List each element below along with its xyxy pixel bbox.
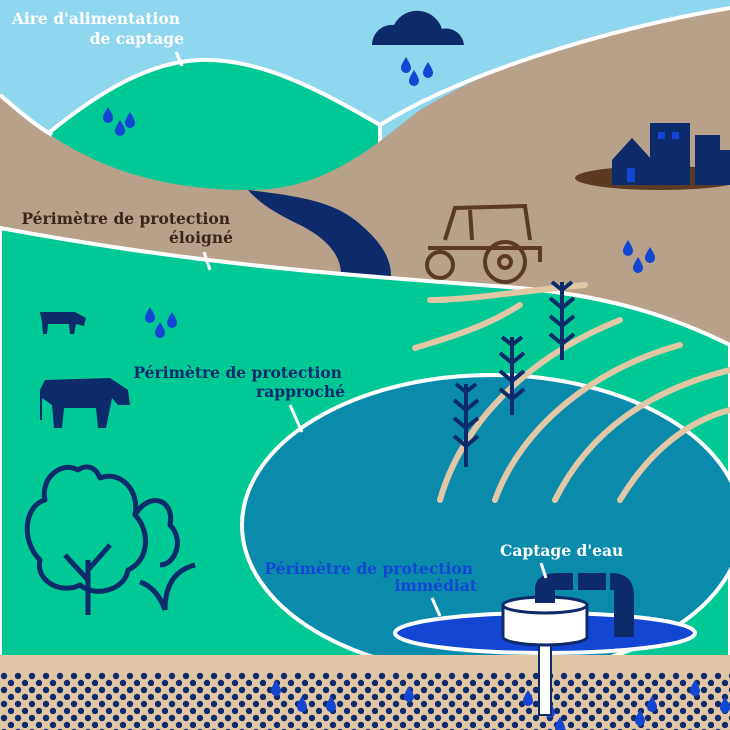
label-immediate-perimeter: Périmètre de protection immédiat (264, 559, 478, 617)
svg-text:éloigné: éloigné (169, 228, 233, 247)
tree-icon (24, 464, 196, 615)
far-perimeter-zone (0, 8, 730, 345)
cloud-rain-icon (371, 10, 464, 86)
label-catchment-area: Aire d'alimentation de captage (11, 9, 184, 67)
svg-text:Aire d'alimentation: Aire d'alimentation (11, 9, 180, 28)
cow-icon (40, 378, 130, 428)
river (248, 190, 391, 285)
svg-text:de captage: de captage (90, 29, 184, 48)
svg-text:Périmètre de protection: Périmètre de protection (21, 209, 230, 228)
village-icon (575, 123, 730, 190)
label-water-catchment: Captage d'eau (500, 541, 623, 579)
label-far-perimeter: Périmètre de protection éloigné (21, 209, 233, 271)
label-close-perimeter: Périmètre de protection rapproché (133, 363, 345, 433)
aquifer (0, 672, 730, 730)
well-pump-icon (501, 573, 634, 716)
green-hill (38, 57, 382, 202)
tractor-icon (425, 203, 542, 284)
field-furrows (412, 282, 730, 503)
cow-icon (40, 312, 86, 334)
svg-text:immédiat: immédiat (395, 576, 478, 595)
svg-text:Captage d'eau: Captage d'eau (500, 541, 623, 560)
svg-text:Périmètre de protection: Périmètre de protection (133, 363, 342, 382)
wheat-icon (452, 280, 576, 467)
svg-text:rapproché: rapproché (256, 382, 345, 401)
svg-text:Périmètre de protection: Périmètre de protection (264, 559, 473, 578)
